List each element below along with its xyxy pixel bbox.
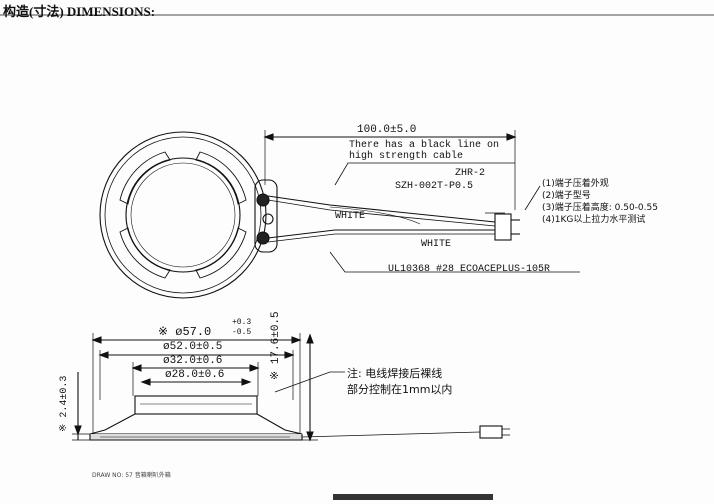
dim-57-tol-upper: +0.3 <box>232 318 252 327</box>
terminal-hole <box>262 213 274 225</box>
side-connector <box>479 425 503 439</box>
solder-note-1: 注: 电线焊接后裸线 <box>347 367 443 380</box>
dim-28-label: ø28.0±0.6 <box>165 369 225 381</box>
dim-57-tol-lower: -0.5 <box>232 328 252 337</box>
cable-spec-label: UL10368 #28 ECOACEPLUS-105R <box>388 264 551 275</box>
footer-bar <box>333 494 493 500</box>
frame-window-3 <box>195 227 247 279</box>
connector-model-1: ZHR-2 <box>455 168 486 179</box>
note-3: (3)端子压着高度: 0.50-0.55 <box>542 203 658 213</box>
arrow-left <box>263 133 274 141</box>
solder-note-2: 部分控制在1mm以内 <box>347 383 453 396</box>
speaker-rim-inner <box>104 136 262 294</box>
speaker-cone-edge <box>125 157 241 273</box>
magnet <box>134 395 258 415</box>
terminal-block <box>254 179 278 253</box>
solder-point-top <box>256 193 270 207</box>
connector-housing <box>494 213 512 241</box>
cable-length-label: 100.0±5.0 <box>357 124 417 136</box>
leader-black-line <box>334 162 515 186</box>
arrow-right <box>506 133 517 141</box>
left-height-label: ※ 2.4±0.3 <box>59 375 70 432</box>
height-label: ※ 17.6±0.5 <box>270 311 282 380</box>
frame-window-1 <box>119 151 171 205</box>
wire-label-upper: WHITE <box>335 211 366 222</box>
speaker-cone-inner <box>130 162 236 268</box>
note-1: (1)端子压着外观 <box>542 179 609 189</box>
wire-2 <box>267 229 495 239</box>
leader-notes <box>524 185 541 211</box>
note-4: (4)1KG以上拉力水平测试 <box>542 215 646 225</box>
wire-1b <box>267 199 496 227</box>
frame-window-2 <box>195 151 247 205</box>
note-2: (2)端子型号 <box>542 191 591 201</box>
wire-crossover <box>329 206 421 225</box>
black-line-note-1: There has a black line on <box>349 140 500 151</box>
black-line-note-2: high strength cable <box>349 151 464 162</box>
frame-window-4 <box>119 227 171 279</box>
wire-label-lower: WHITE <box>421 239 452 250</box>
drawing-number: DRAW NO: 57 音箱喇叭外箱 <box>92 472 171 479</box>
solder-point-bottom <box>256 231 270 245</box>
connector-model-2: SZH-002T-P0.5 <box>395 181 474 192</box>
leader-solder-note <box>274 371 345 393</box>
wire-2b <box>267 233 495 243</box>
dim-32-label: ø32.0±0.6 <box>163 355 223 367</box>
basket <box>89 413 303 435</box>
dim-57-label: ※ ø57.0 <box>158 325 212 339</box>
speaker-outer-rim <box>99 131 267 299</box>
side-lead-wire <box>301 431 481 438</box>
dim-52-label: ø52.0±0.5 <box>163 341 223 353</box>
wire-1 <box>267 195 496 223</box>
leader-cable-spec <box>329 251 580 273</box>
